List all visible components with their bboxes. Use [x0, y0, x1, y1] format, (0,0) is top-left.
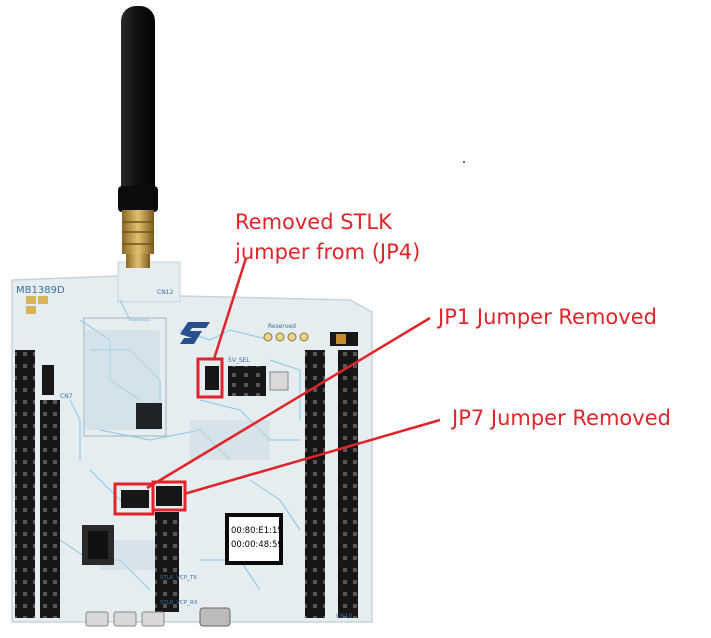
silk-stlk-vcp: STLK_VCP_TX	[160, 575, 197, 581]
lcd-line-2: 00:00:48:59	[231, 540, 283, 550]
5v-sel-header	[228, 366, 266, 396]
annotation-stlk-line-2: jumper from (JP4)	[235, 240, 421, 264]
callout-line-stlk	[212, 257, 248, 360]
annotation-jp7-jumper: JP7 Jumper Removed	[452, 406, 671, 430]
reserved-pads	[263, 332, 309, 342]
annotation-stlk-line-1: Removed STLK	[235, 210, 392, 234]
st-logo	[180, 322, 210, 344]
silk-cn10: CN10	[336, 613, 352, 620]
jp1-header	[121, 490, 149, 508]
antenna	[121, 6, 155, 206]
button-3	[141, 611, 165, 627]
rf-module	[83, 317, 167, 437]
left-header-1	[15, 350, 35, 618]
right-header-1	[305, 350, 325, 618]
right-header-2	[338, 350, 358, 618]
silk-cn12: CN12	[157, 289, 173, 296]
button-2	[113, 611, 137, 627]
silk-reserved: Reserved	[268, 323, 296, 330]
silk-5v-sel: 5V_SEL	[228, 357, 251, 364]
highlight-box-jp4	[196, 357, 224, 399]
annotation-stlk-jumper: Removed STLK jumper from (JP4)	[235, 207, 465, 267]
annotation-jp1-jumper: JP1 Jumper Removed	[438, 305, 657, 329]
left-header-2	[40, 400, 60, 618]
pcb-top-tab	[117, 261, 181, 303]
jp4-header	[205, 366, 219, 390]
silk-stlk-rx: STLK_VCP_RX	[160, 600, 198, 606]
lcd-line-1: 00:80:E1:15	[231, 526, 283, 536]
callout-line-jp1	[146, 316, 431, 490]
mcu-chip	[136, 403, 162, 429]
middle-header	[155, 512, 179, 612]
button-1	[85, 611, 109, 627]
usb-connector	[199, 607, 231, 627]
antenna-base	[118, 186, 158, 212]
callout-line-jp7	[183, 418, 441, 496]
board-model-label: MB1389D	[16, 285, 65, 296]
highlight-box-jp7	[151, 480, 187, 512]
silk-cn7: CN7	[60, 393, 73, 400]
jp7-header	[156, 486, 182, 506]
